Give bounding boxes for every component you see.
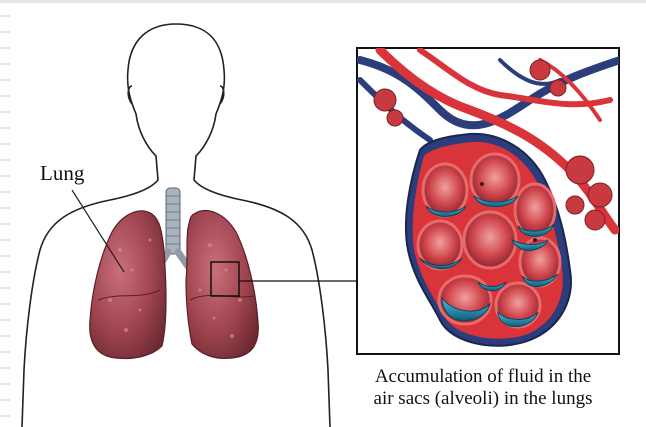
inset-caption: Accumulation of fluid in the air sacs (a… — [330, 366, 636, 410]
caption-line-2: air sacs (alveoli) in the lungs — [330, 388, 636, 410]
lung-label: Lung — [40, 163, 84, 184]
left-lung — [186, 211, 258, 359]
lungs-illustration — [90, 188, 259, 359]
right-lung — [90, 211, 166, 359]
caption-line-1: Accumulation of fluid in the — [330, 366, 636, 388]
alveoli-inset — [357, 48, 620, 354]
